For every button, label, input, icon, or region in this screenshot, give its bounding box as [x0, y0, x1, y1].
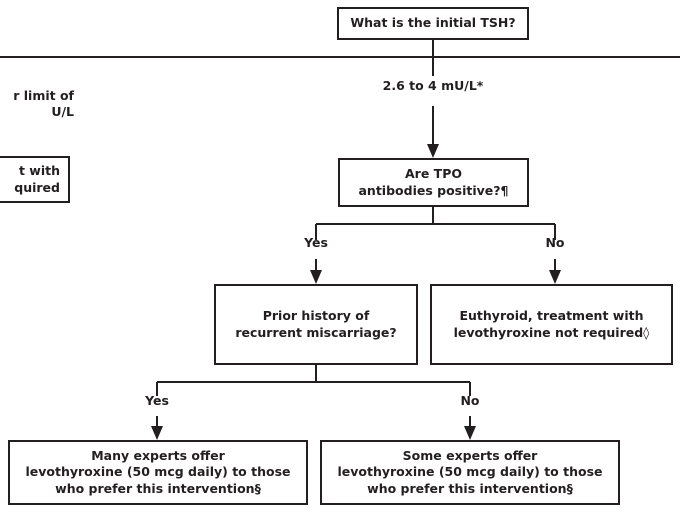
- node-tpo-antibodies-label: Are TPO antibodies positive?¶: [358, 166, 509, 198]
- node-euthyroid-no-treatment: Euthyroid, treatment with levothyroxine …: [430, 284, 673, 365]
- node-tpo-antibodies: Are TPO antibodies positive?¶: [338, 158, 529, 207]
- edge-label-tpo-yes: Yes: [304, 235, 328, 250]
- node-many-experts: Many experts offer levothyroxine (50 mcg…: [8, 440, 308, 505]
- edge-label-tsh-range: 2.6 to 4 mU/L*: [382, 78, 484, 93]
- node-some-experts: Some experts offer levothyroxine (50 mcg…: [320, 440, 620, 505]
- node-prior-miscarriage: Prior history of recurrent miscarriage?: [214, 284, 418, 365]
- arrowhead-to-some-experts-box: [464, 426, 476, 440]
- edge-label-miscarriage-no: No: [460, 393, 480, 408]
- edge-label-clipped-left: r limit of U/L: [13, 88, 74, 119]
- node-some-experts-label: Some experts offer levothyroxine (50 mcg…: [337, 447, 603, 496]
- node-euthyroid-no-treatment-label: Euthyroid, treatment with levothyroxine …: [453, 308, 650, 340]
- node-many-experts-label: Many experts offer levothyroxine (50 mcg…: [25, 447, 291, 496]
- edge-label-tpo-no: No: [545, 235, 565, 250]
- arrowhead-to-tpo-box: [427, 144, 439, 158]
- node-prior-miscarriage-label: Prior history of recurrent miscarriage?: [235, 308, 397, 340]
- node-initial-tsh: What is the initial TSH?: [337, 7, 529, 40]
- node-clipped-left-box: t with quired: [0, 156, 70, 203]
- node-clipped-left-box-label: t with quired: [14, 163, 60, 195]
- edge-label-miscarriage-yes: Yes: [145, 393, 169, 408]
- arrowhead-to-miscarriage-box: [310, 270, 322, 284]
- node-initial-tsh-label: What is the initial TSH?: [350, 15, 516, 31]
- arrowhead-to-many-experts-box: [151, 426, 163, 440]
- arrowhead-to-euthyroid-box: [549, 270, 561, 284]
